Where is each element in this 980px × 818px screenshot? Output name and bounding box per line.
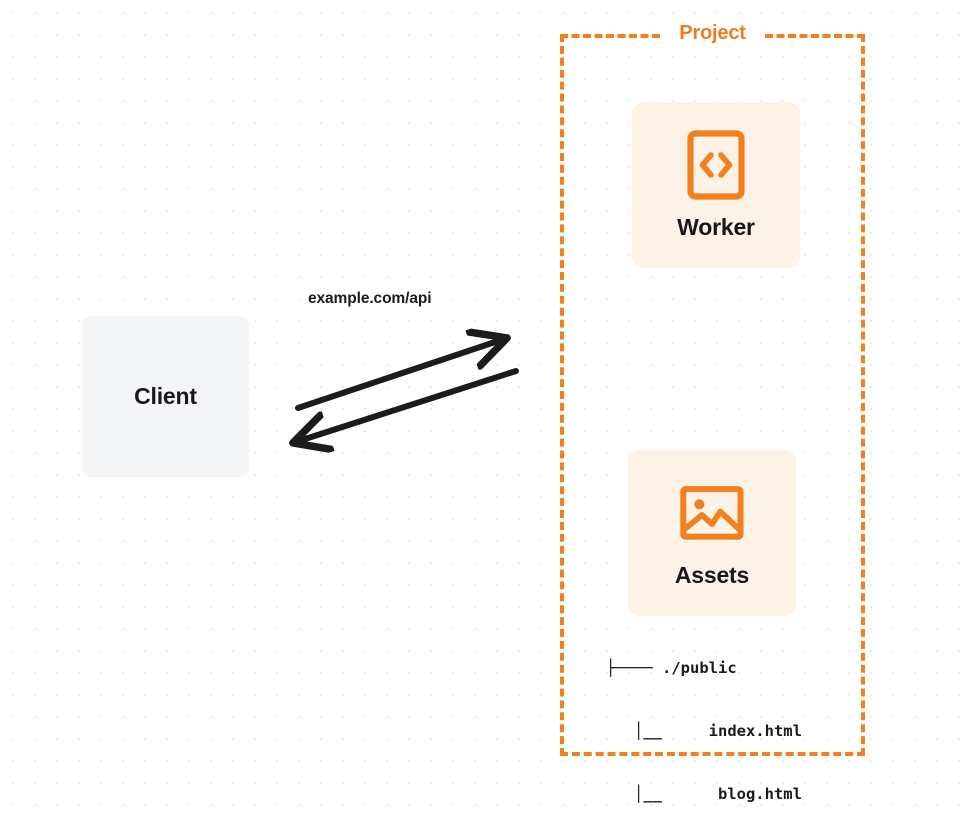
file-tree-line: ├──── ./public — [606, 659, 737, 677]
arrow-request — [295, 341, 498, 411]
code-brackets-icon — [684, 129, 748, 200]
node-assets-label: Assets — [674, 561, 750, 588]
node-assets[interactable]: Assets — [628, 450, 796, 616]
group-project-title: Project — [672, 21, 753, 45]
group-border-left — [560, 34, 564, 756]
file-tree-line: │__ blog.html — [606, 785, 802, 803]
group-border-bottom — [560, 752, 865, 756]
node-worker[interactable]: Worker — [632, 102, 800, 268]
node-client[interactable]: Client — [82, 316, 249, 477]
group-border-right — [861, 34, 865, 756]
file-tree-line: │__ index.html — [606, 722, 802, 740]
assets-file-tree: ├──── ./public │__ index.html │__ blog.h… — [606, 616, 802, 818]
node-client-label: Client — [134, 383, 197, 409]
image-icon — [680, 478, 744, 548]
connection-label: example.com/api — [308, 290, 432, 307]
arrow-response — [302, 368, 519, 440]
group-border-top-right — [765, 34, 865, 38]
group-project: Project — [560, 21, 865, 756]
node-worker-label: Worker — [677, 213, 755, 240]
group-border-top-left — [560, 34, 660, 38]
